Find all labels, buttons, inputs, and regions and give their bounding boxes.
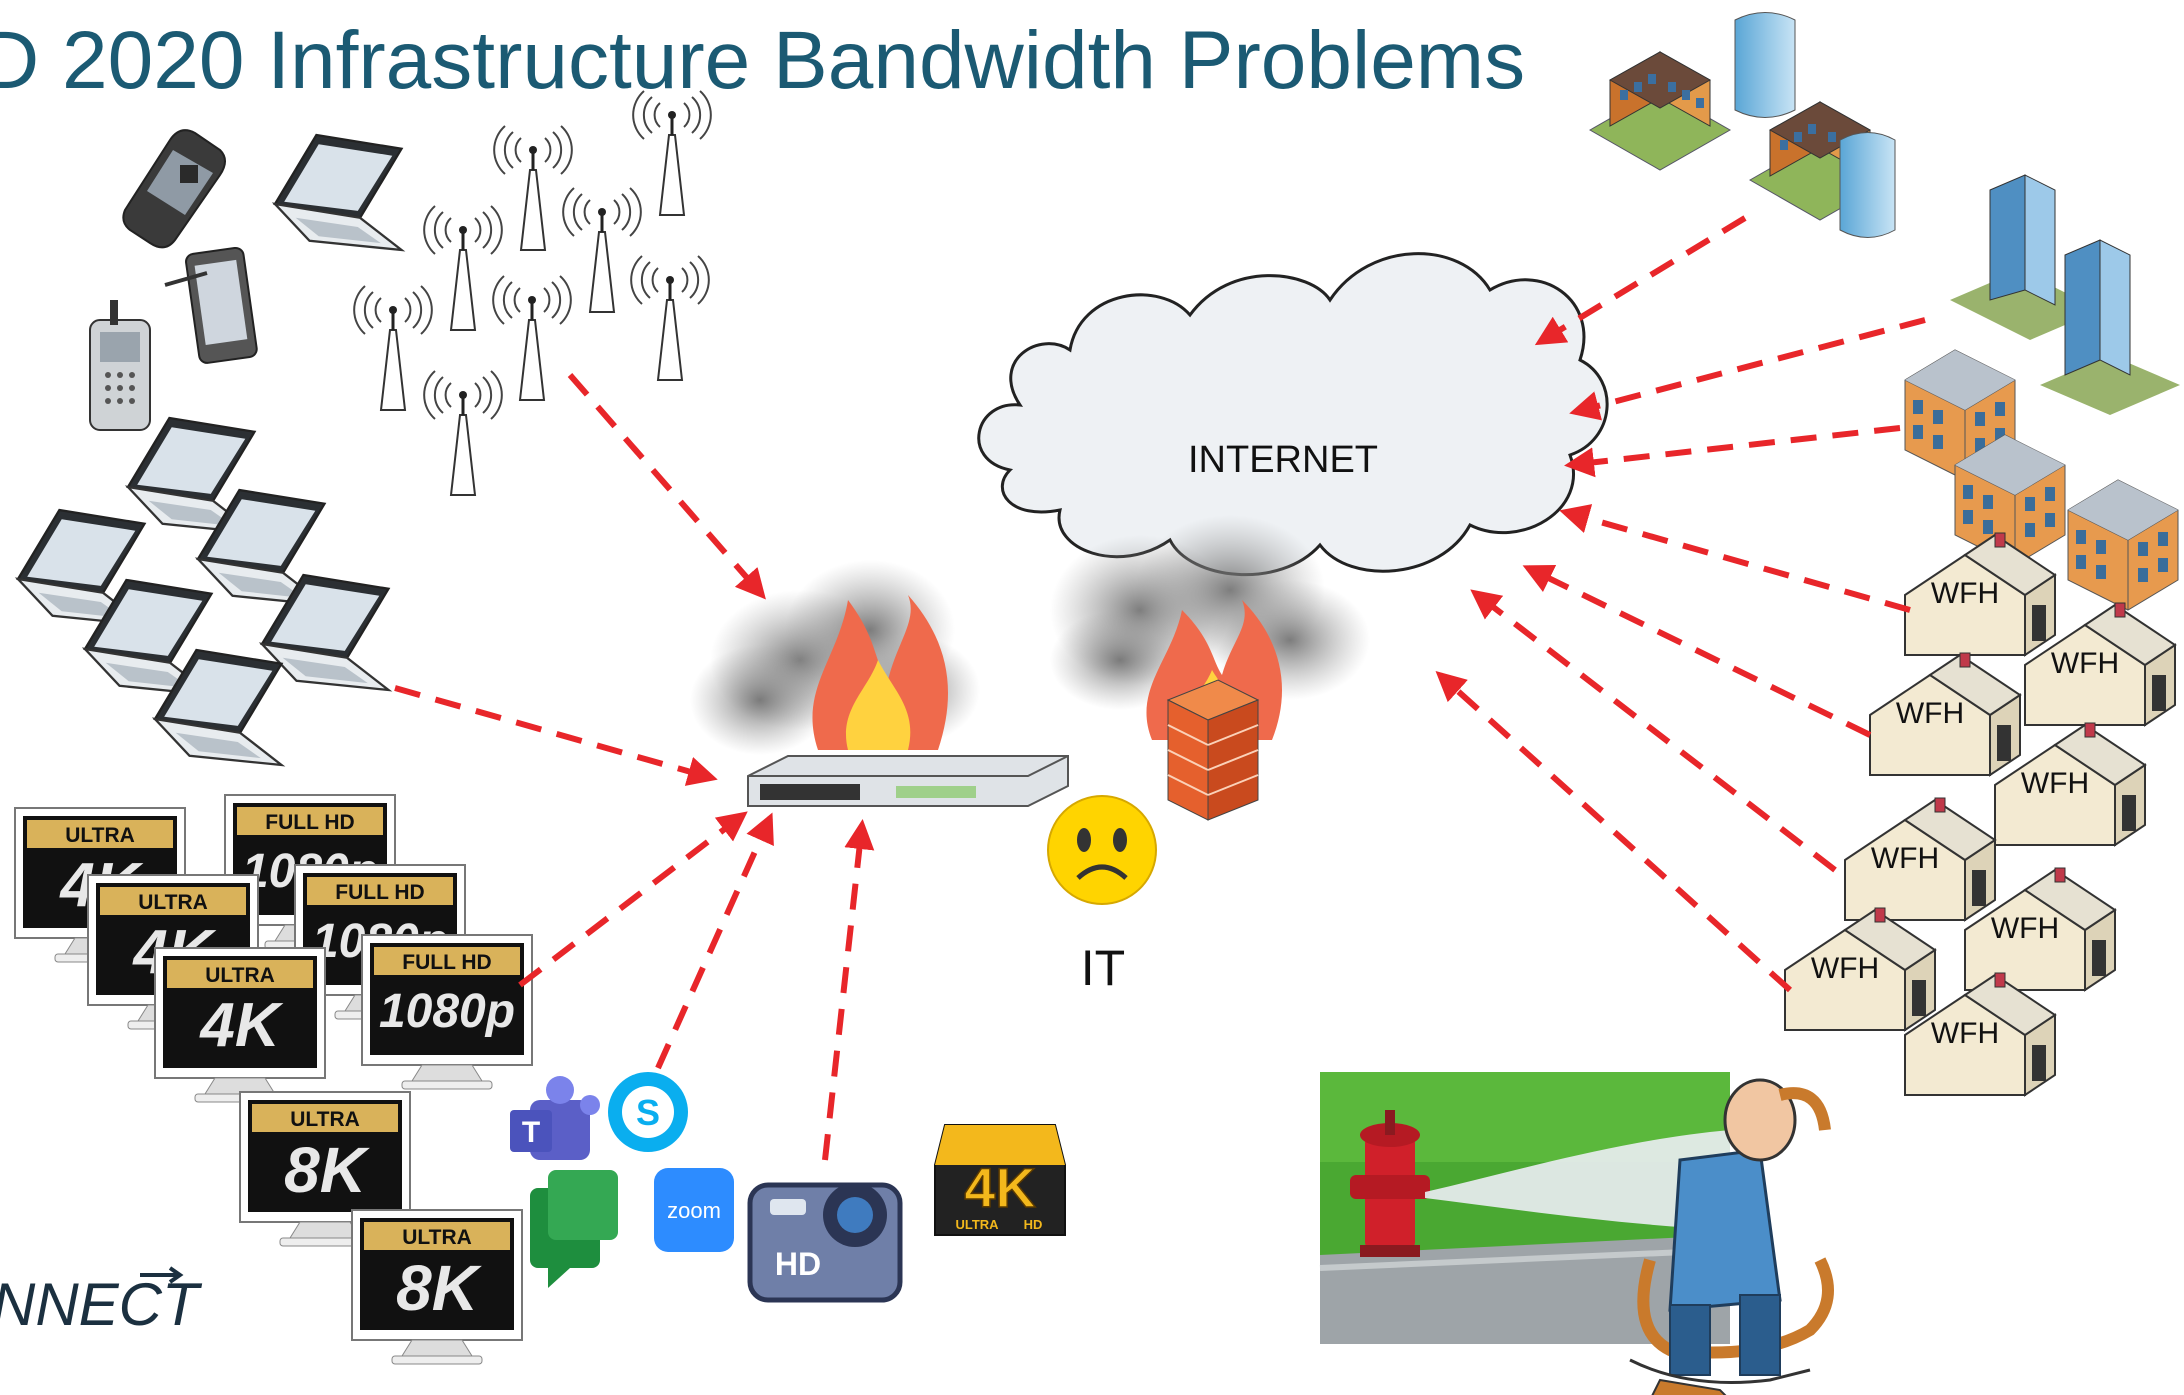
phone-icon (122, 129, 226, 249)
house-icon: WFH (2024, 602, 2176, 726)
building-icon (1734, 12, 1896, 238)
wfh-label: WFH (1811, 952, 1879, 985)
badge-4k: 4K (198, 991, 283, 1060)
dashed-arrow (567, 373, 766, 600)
cell-tower-icon (491, 274, 573, 402)
dashed-arrow (518, 811, 748, 988)
house-icon: WFH (1904, 972, 2056, 1096)
page-title: D 2020 Infrastructure Bandwidth Problems (0, 15, 1526, 106)
skype-letter: S (636, 1092, 660, 1133)
house-icon: WFH (1844, 797, 1996, 921)
dashed-arrow (1569, 317, 1926, 421)
logo-ultra: ULTRA (955, 1217, 999, 1232)
uhd-8k-monitor: ULTRA 8K (239, 1091, 411, 1247)
badge-8k: 8K (284, 1134, 371, 1206)
building-icon (1589, 51, 1731, 171)
building-icon (2067, 479, 2179, 611)
camera-icon: HD (747, 1182, 903, 1303)
logo-hd: HD (1024, 1217, 1043, 1232)
dashed-arrow (1559, 504, 1911, 613)
zoom-icon: zoom (654, 1168, 734, 1252)
uhd-8k-monitor: ULTRA 8K (351, 1209, 523, 1365)
badge-ultra: ULTRA (402, 1226, 472, 1249)
uhd-4k-monitor: ULTRA 4K (154, 947, 326, 1103)
phone-icon (89, 300, 151, 431)
laptop-icon (273, 133, 403, 252)
badge-fullhd: FULL HD (335, 881, 424, 904)
badge-fullhd: FULL HD (265, 811, 354, 834)
building-icon (1950, 174, 2180, 415)
wfh-label: WFH (1931, 577, 1999, 610)
badge-fullhd: FULL HD (402, 951, 491, 974)
house-icon: WFH (1784, 907, 1936, 1031)
wfh-label: WFH (1896, 697, 1964, 730)
dashed-arrow (1564, 425, 1901, 478)
brand-text: NNECT (0, 1271, 203, 1338)
dashed-arrow (1470, 589, 1837, 873)
logo-4k: 4K (964, 1156, 1036, 1219)
person-with-hose-icon (1629, 1078, 1834, 1395)
wfh-label: WFH (2021, 767, 2089, 800)
house-icon: WFH (1869, 652, 2021, 776)
fire-icon (812, 595, 948, 750)
teams-icon: T (510, 1076, 600, 1160)
dashed-arrow (655, 812, 774, 1070)
switch-icon (747, 755, 1069, 807)
cell-tower-icon (631, 89, 713, 217)
badge-ultra: ULTRA (205, 964, 275, 987)
google-chat-icon (530, 1170, 618, 1288)
house-icon: WFH (1994, 722, 2146, 846)
teams-letter: T (522, 1116, 540, 1149)
hydrant-photo (1319, 1072, 1731, 1344)
zoom-label: zoom (667, 1198, 721, 1223)
wfh-label: WFH (1871, 842, 1939, 875)
camera-label: HD (775, 1246, 821, 1282)
cell-tower-icon (492, 124, 574, 252)
it-label: IT (1081, 940, 1125, 996)
internet-label: INTERNET (1188, 439, 1378, 481)
badge-1080p: 1080p (379, 985, 515, 1038)
dashed-arrow (822, 819, 875, 1161)
fullhd-monitor: FULL HD 1080p (361, 934, 533, 1090)
badge-ultra: ULTRA (138, 891, 208, 914)
house-icon: WFH (1964, 867, 2116, 991)
cell-tower-icon (352, 284, 434, 412)
wfh-label: WFH (1931, 1017, 1999, 1050)
cell-tower-icon (422, 204, 504, 332)
wfh-label: WFH (2051, 647, 2119, 680)
badge-ultra: ULTRA (65, 824, 135, 847)
cell-tower-icon (422, 369, 504, 497)
house-icon: WFH (1904, 532, 2056, 656)
badge-ultra: ULTRA (290, 1108, 360, 1131)
cell-tower-icon (561, 186, 643, 314)
dashed-arrow (1435, 670, 1793, 993)
badge-8k: 8K (396, 1252, 483, 1324)
skype-icon: S (608, 1072, 688, 1152)
dashed-arrow (394, 685, 718, 786)
cell-tower-icon (629, 254, 711, 382)
wfh-label: WFH (1991, 912, 2059, 945)
fire-hydrant-icon (1350, 1110, 1430, 1257)
sad-face-icon (1047, 795, 1157, 905)
internet-cloud (977, 252, 1609, 577)
tablet-icon (164, 246, 258, 364)
ultra-4k-logo: 4K ULTRA HD (934, 1124, 1066, 1236)
dashed-arrow (1522, 565, 1872, 738)
brand-logo: NNECT (0, 1266, 203, 1338)
firewall-icon (1166, 679, 1260, 821)
